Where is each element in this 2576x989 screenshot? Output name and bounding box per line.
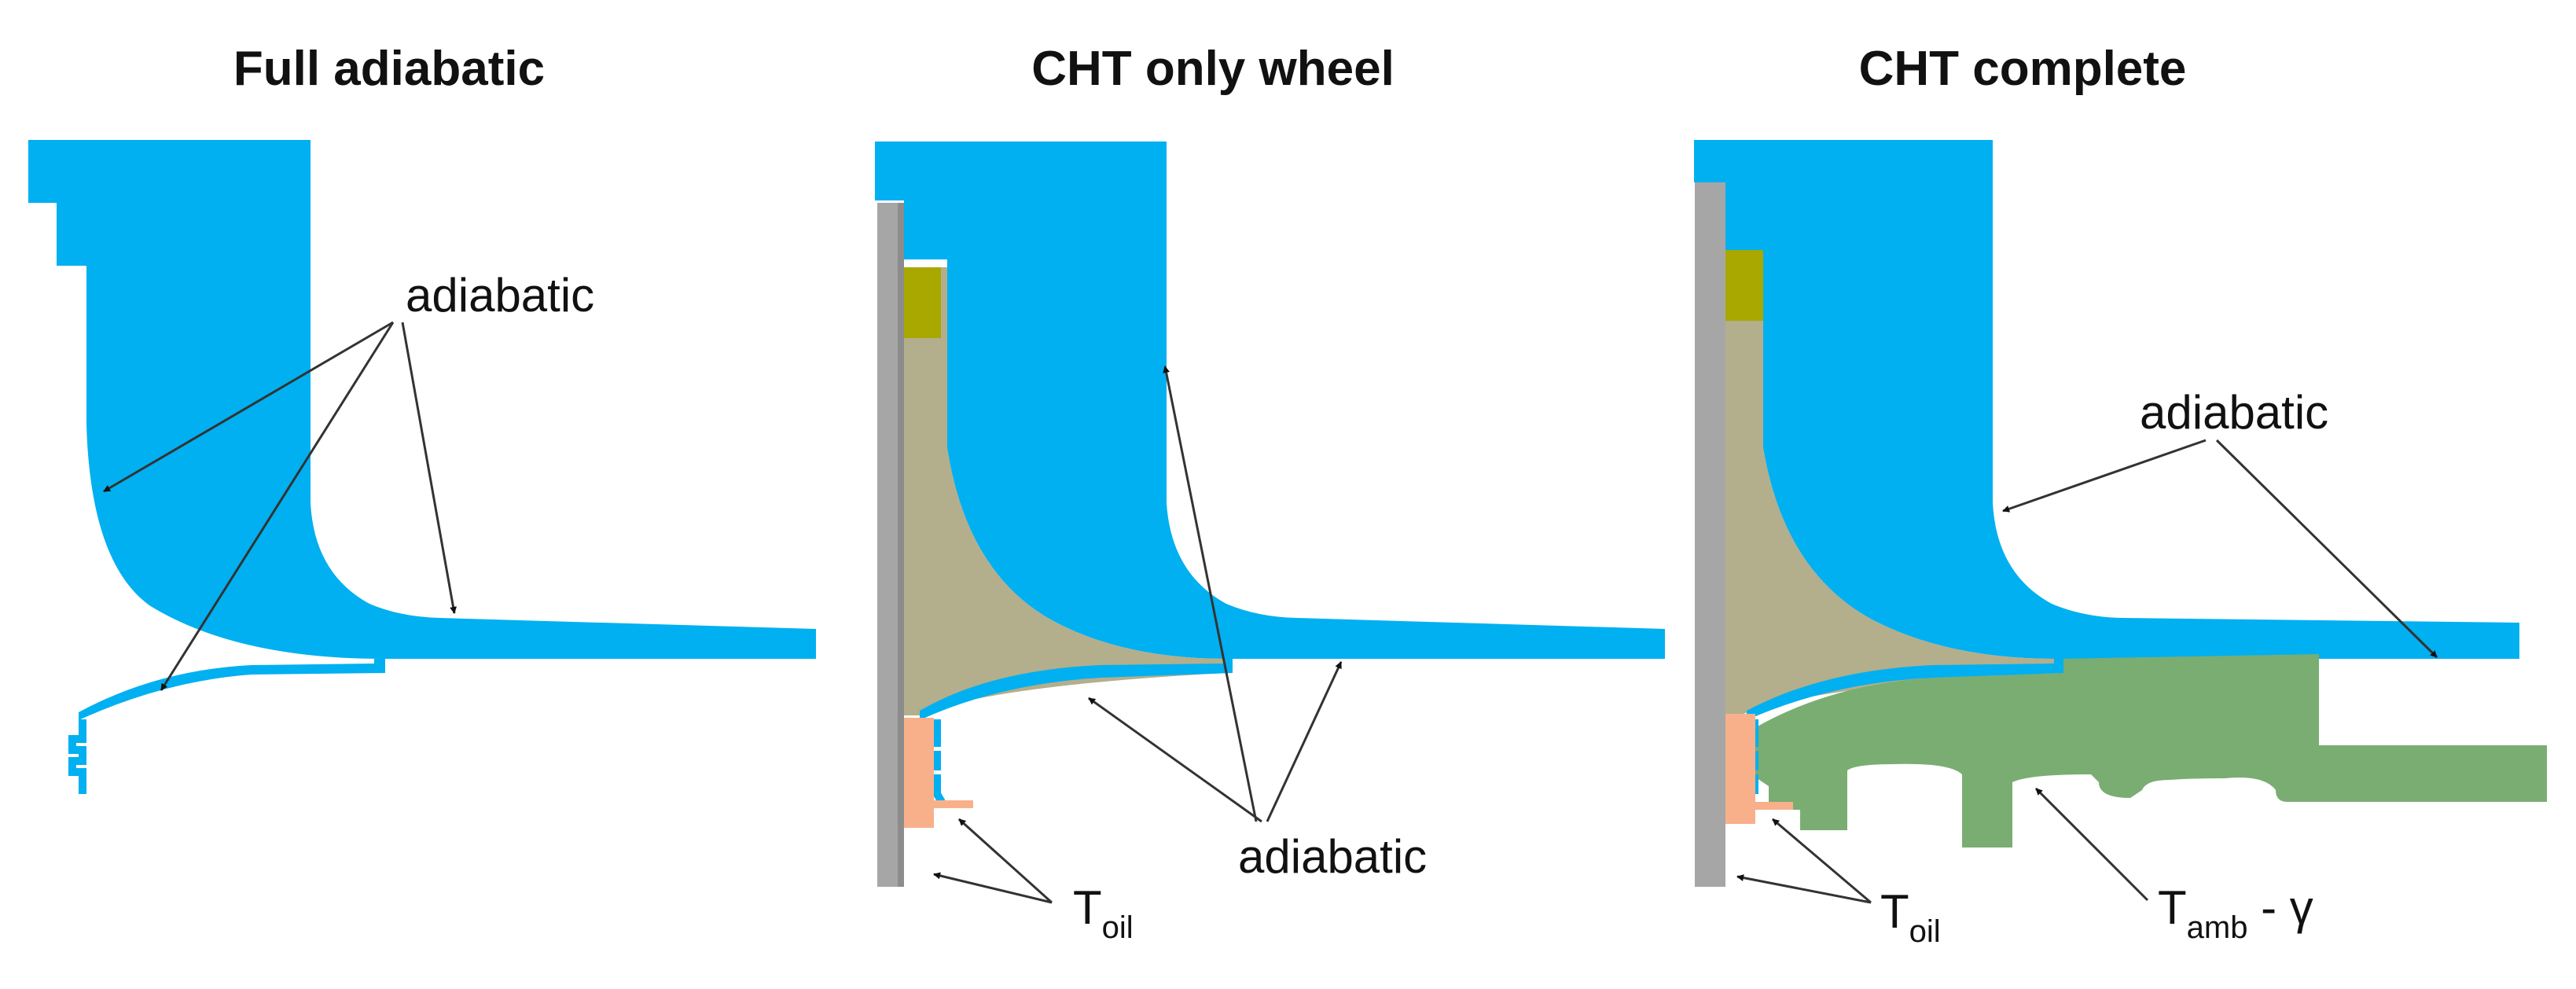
oil-temperature-label: Toil [1073, 881, 1134, 945]
shaft [1695, 182, 1725, 887]
adiabatic-label: adiabatic [406, 269, 594, 322]
arrows [103, 321, 458, 691]
adiabatic-label: adiabatic [2140, 386, 2328, 439]
wheel-solid [1724, 250, 2056, 715]
panel-3-title: CHT complete [1858, 42, 2187, 96]
oil-seal-tab [1755, 802, 1793, 810]
wheel-hub [904, 267, 941, 338]
panel-2-title: CHT only wheel [1031, 42, 1395, 96]
seal-labyrinth [68, 719, 86, 794]
oil-seal [904, 718, 934, 828]
ambient-temperature-label: Tamb - γ [2158, 881, 2313, 945]
wheel-hub [1724, 250, 1763, 321]
fluid-domain [875, 142, 1665, 659]
shaft-edge [898, 203, 904, 887]
shroud-passage [1747, 659, 2063, 720]
panel-3-diagram: adiabatic Toil Tamb - γ [1694, 140, 2547, 949]
t-oil-base: T [1073, 881, 1102, 934]
panel-1-title: Full adiabatic [233, 42, 546, 96]
wheel-solid [904, 267, 1226, 715]
shroud-passage [920, 659, 1233, 720]
panel-2-diagram: adiabatic Toil [875, 142, 1665, 945]
t-amb-base: T [2158, 881, 2187, 934]
bearing-housing [1755, 654, 2547, 847]
fluid-domain [1694, 140, 2519, 659]
panel-1-diagram: adiabatic [28, 140, 816, 794]
t-amb-sub: amb [2187, 910, 2248, 945]
fluid-domain [28, 140, 816, 659]
t-oil-sub: oil [1909, 914, 1941, 949]
shroud-passage [79, 659, 385, 720]
oil-seal [1725, 714, 1755, 824]
t-amb-suffix: - γ [2247, 881, 2313, 934]
t-oil-base: T [1880, 885, 1909, 938]
arrows [933, 366, 1343, 904]
oil-temperature-label: Toil [1880, 885, 1941, 949]
t-oil-sub: oil [1102, 910, 1134, 945]
arrows [1736, 439, 2438, 904]
adiabatic-label: adiabatic [1238, 830, 1427, 883]
oil-seal-tab [934, 800, 973, 808]
